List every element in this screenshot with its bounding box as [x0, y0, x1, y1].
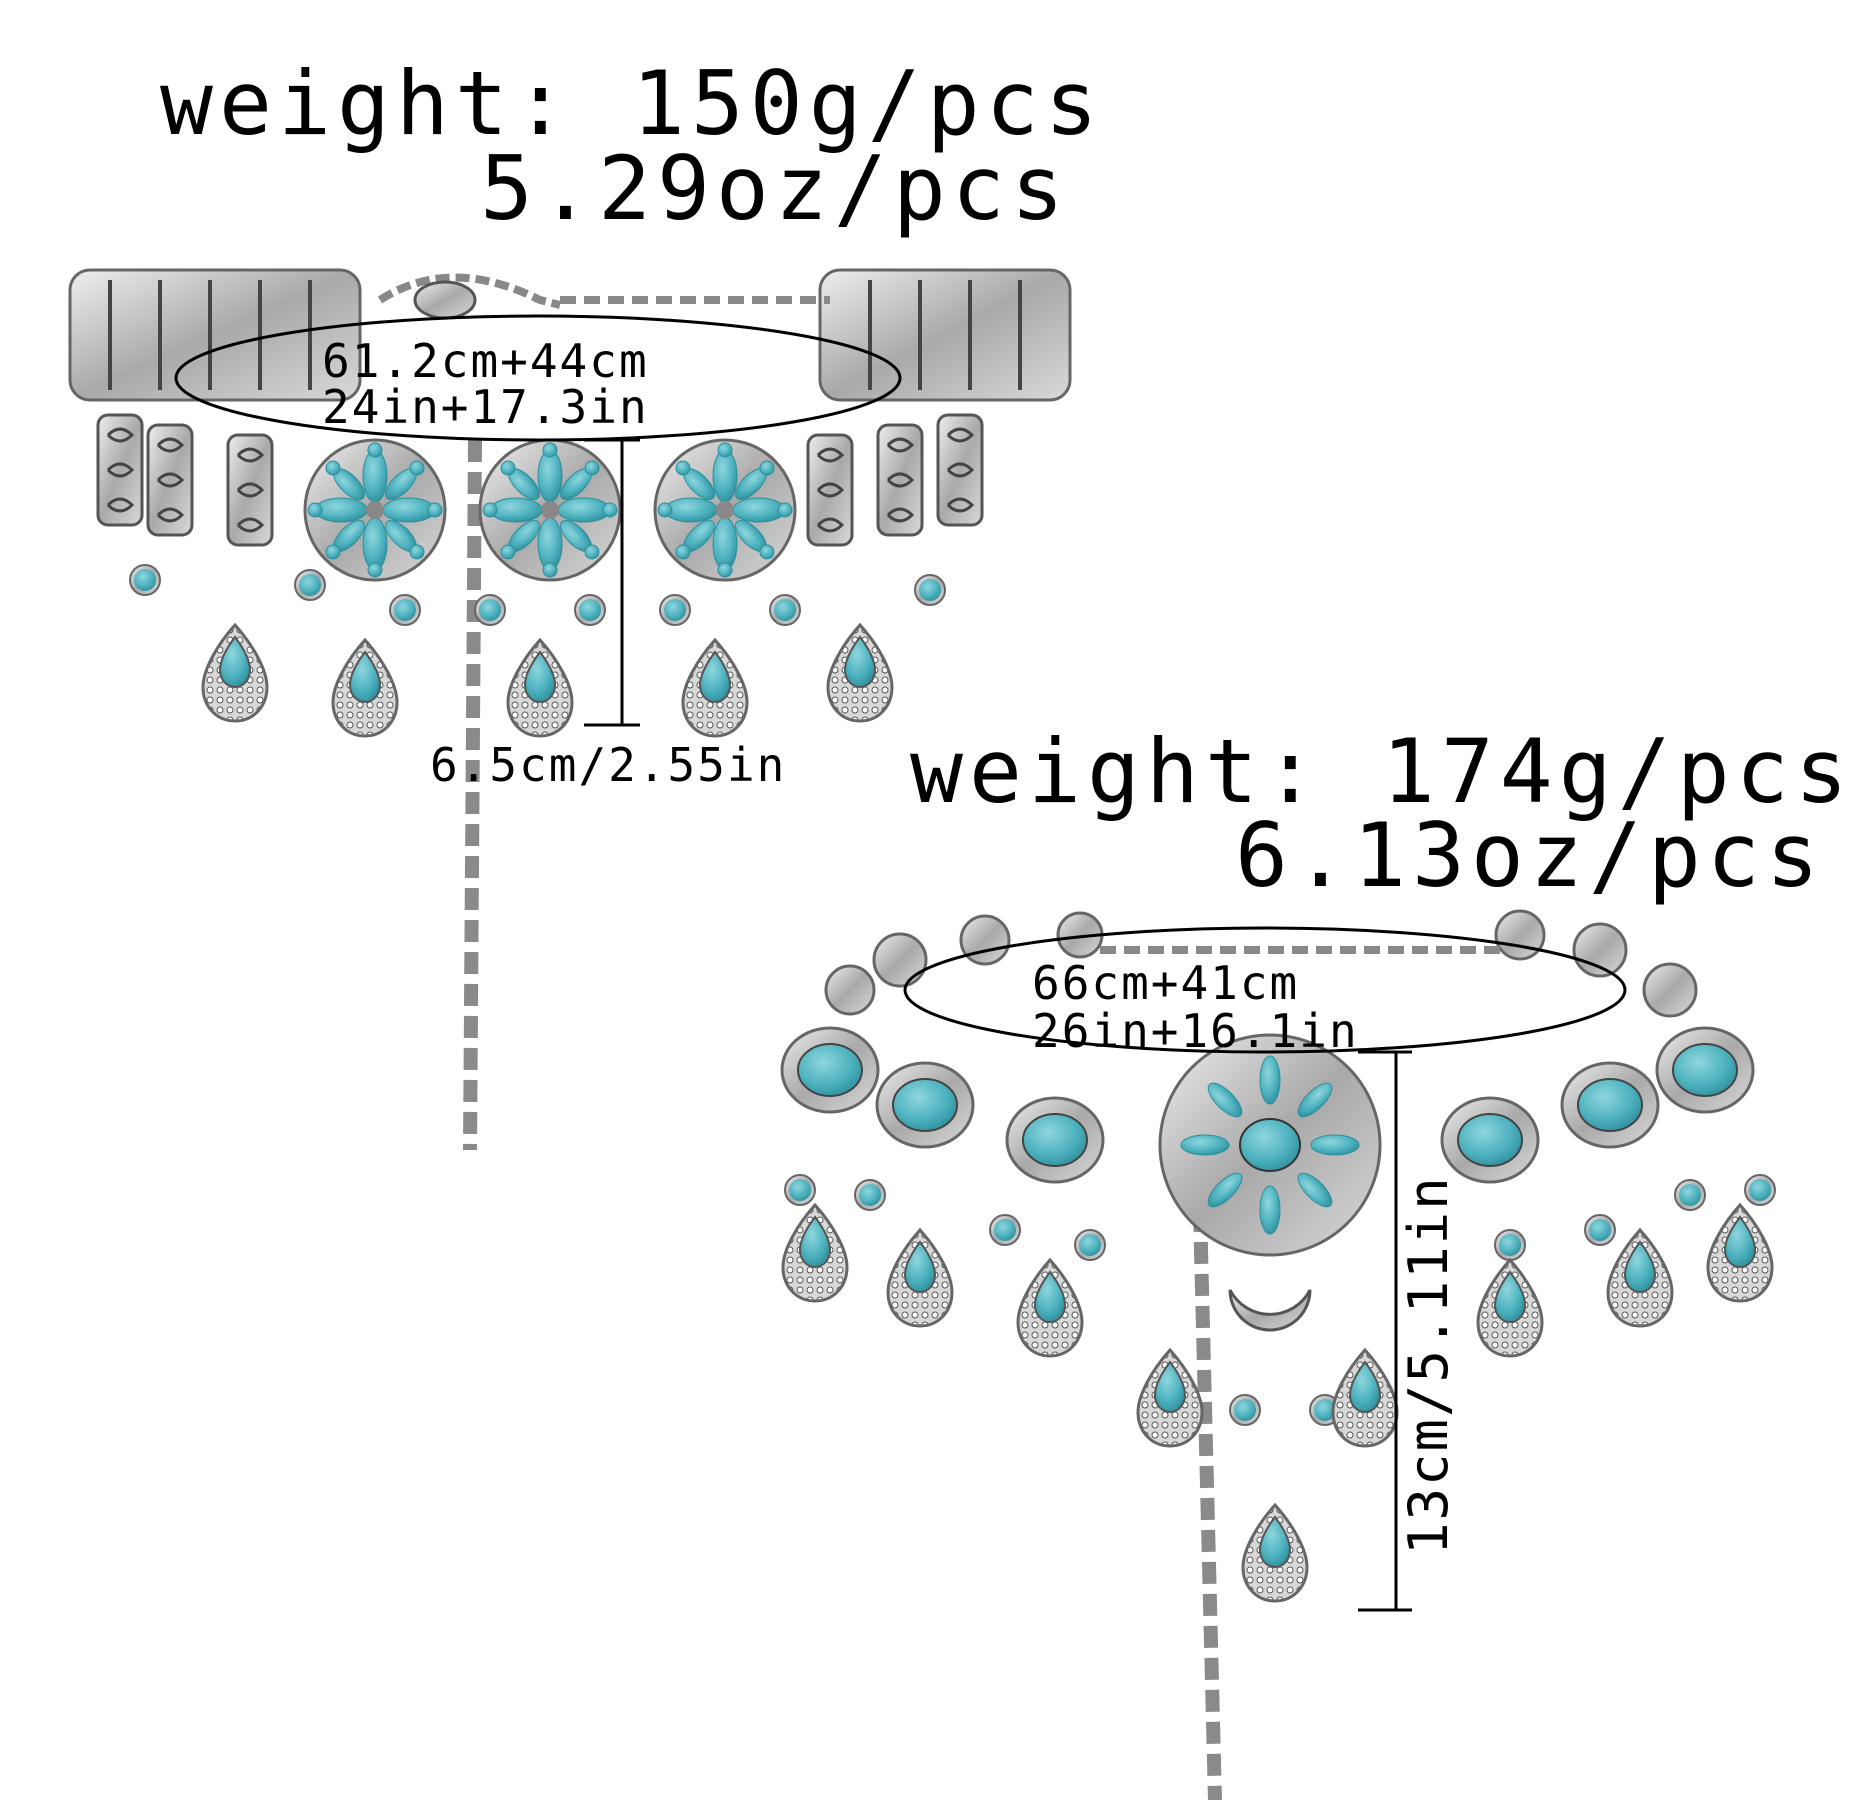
- product2-length-in: 26in+16.1in: [1032, 1004, 1359, 1058]
- product2-length-cm: 66cm+41cm: [1032, 956, 1300, 1010]
- product1-length-cm: 61.2cm+44cm: [322, 334, 649, 388]
- product2-weight-oz: 6.13oz/pcs: [1235, 804, 1825, 907]
- product2-weight-g: weight: 174g/pcs: [910, 720, 1854, 823]
- product2-height: 13cm/5.11in: [1397, 1175, 1460, 1555]
- product2-belt: [780, 909, 1776, 1800]
- product1-weight-oz: 5.29oz/pcs: [480, 137, 1070, 240]
- product1-height: 6.5cm/2.55in: [430, 738, 787, 792]
- product1-length-in: 24in+17.3in: [322, 380, 649, 434]
- measurement-lines: [174, 314, 1627, 1612]
- product1-weight-g: weight: 150g/pcs: [160, 52, 1104, 155]
- product-illustrations: [68, 268, 1776, 1800]
- product1-belt: [68, 268, 1072, 1151]
